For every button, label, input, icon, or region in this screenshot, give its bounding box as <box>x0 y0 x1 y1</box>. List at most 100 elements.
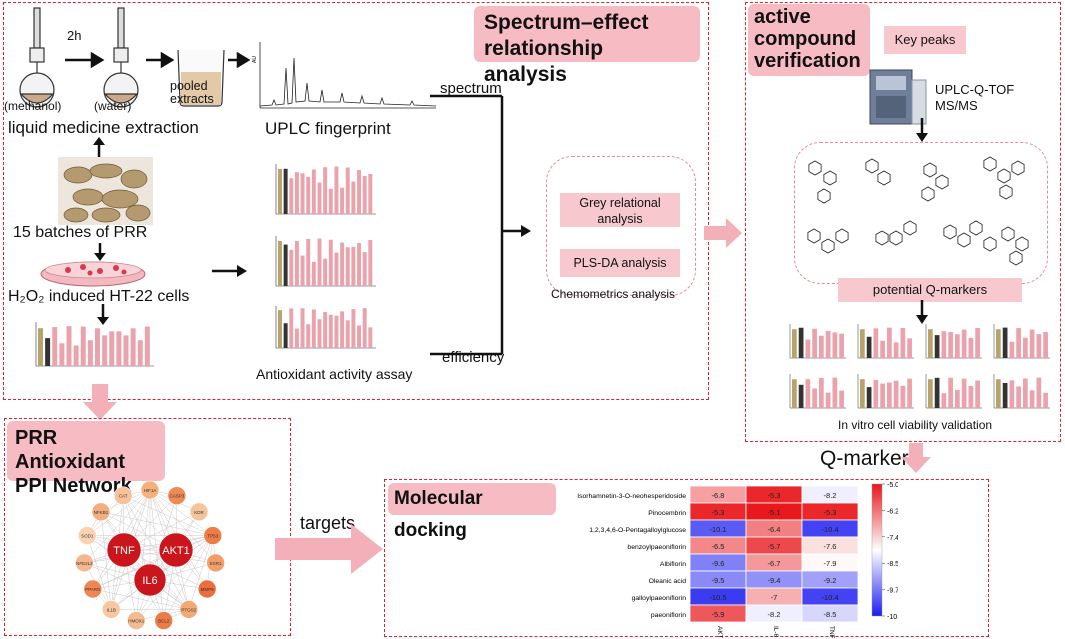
structure-ring <box>923 162 937 178</box>
heatmap-row-label: galloylpaeoniflorin <box>632 595 687 602</box>
structure-ring <box>935 174 949 190</box>
structure-ring <box>835 228 849 244</box>
methanol-label: (methanol) <box>4 99 62 113</box>
thumbnail-bar <box>996 379 1001 408</box>
heatmap-value: -9.4 <box>768 576 781 585</box>
thumbnail-bar <box>941 393 947 408</box>
thumbnail-bar <box>368 239 373 286</box>
thumbnail-bar <box>357 170 362 214</box>
heatmap-value: -7 <box>771 593 778 602</box>
active-compound-title: active compound verification <box>748 4 870 76</box>
thumbnail-bar <box>1036 377 1042 408</box>
pink-arrow-down-ppi <box>83 384 117 420</box>
docking-box <box>384 479 989 637</box>
thumbnail-bar <box>825 392 831 408</box>
thumbnail-bar <box>928 379 933 408</box>
pink-arrow-right-1 <box>704 218 742 248</box>
thumbnail-bar <box>887 327 892 358</box>
thumbnail-bar <box>975 328 980 358</box>
thumbnail-bar <box>311 309 316 348</box>
targets-label: targets <box>300 513 356 533</box>
thumbnail-bar <box>368 174 373 214</box>
thumbnail-bar <box>300 308 305 348</box>
heatmap-value: -6.4 <box>768 525 781 534</box>
heatmap-value: -6.7 <box>768 559 781 568</box>
structure-ring <box>943 224 957 240</box>
thumbnail-bar <box>1002 382 1008 408</box>
thumbnail-bar <box>907 338 912 358</box>
thumbnail-bar <box>278 169 282 214</box>
thumbnail-bar <box>812 388 817 408</box>
thumbnail-bar <box>812 328 817 358</box>
structure-ring <box>903 220 917 236</box>
viability-validation-caption: In vitro cell viability validation <box>838 418 993 432</box>
ppi-node-label: BCL2 <box>158 619 170 624</box>
thumbnail-bar <box>934 335 940 358</box>
thumbnail-bar <box>357 325 362 348</box>
thumbnail-bar <box>839 333 844 358</box>
thumbnail-bar <box>345 167 350 214</box>
thumbnail-bar <box>317 319 322 348</box>
heatmap-value: -9.5 <box>712 576 725 585</box>
heatmap-value: -7.6 <box>824 542 837 551</box>
thumbnail-bar <box>866 336 872 358</box>
thumbnail-bar <box>880 383 885 408</box>
thumbnail-bar <box>87 340 93 366</box>
thumbnail-bar <box>328 239 333 286</box>
structure-ring <box>1001 226 1015 242</box>
ppi-node-label: ESR1 <box>210 561 222 566</box>
structure-ring <box>817 188 831 204</box>
thumbnail-bar <box>317 238 322 286</box>
heatmap-value: -9.2 <box>824 576 837 585</box>
structure-ring <box>1011 160 1025 176</box>
antioxidant-chart-2 <box>275 236 376 287</box>
thumbnail-bar <box>955 334 960 358</box>
ppi-node-label: CASP3 <box>169 494 184 499</box>
structure-ring <box>889 230 903 246</box>
uplc-qtof-instrument <box>869 69 927 125</box>
thumbnail-bar <box>345 320 350 348</box>
thumbnail-bar <box>1016 386 1021 408</box>
thumbnail-bar <box>130 328 136 366</box>
ppi-node-casp3 <box>167 486 187 506</box>
thumbnail-bar <box>907 378 912 408</box>
structure-ring <box>997 168 1011 184</box>
ppi-node-tnf <box>106 532 142 568</box>
thumbnail-bar <box>300 255 305 286</box>
uplc-caption: UPLC fingerprint <box>265 119 391 138</box>
thumbnail-bar <box>362 176 367 214</box>
thumbnail-bar <box>306 238 311 286</box>
heatmap-value: -7.9 <box>824 559 837 568</box>
qmarkers-label: Q-markers <box>820 447 920 470</box>
ppi-node-label: HIF1A <box>144 488 157 493</box>
ppi-node-cat <box>113 486 133 506</box>
thumbnail-bar <box>116 331 122 366</box>
key-peaks-label: Key peaks <box>884 26 966 54</box>
heatmap-value: -6.8 <box>712 491 725 500</box>
heatmap-row-label: Isorhamnetin-3-O-neohesperidoside <box>577 493 686 500</box>
structure-ring <box>807 228 821 244</box>
thumbnail-bar <box>961 378 967 408</box>
thumbnail-bar <box>900 327 906 358</box>
heatmap-value: -10.1 <box>709 525 726 534</box>
thumbnail-bar <box>805 339 811 358</box>
thumbnail-bar <box>860 329 865 358</box>
instrument-label: UPLC-Q-TOF MS/MS <box>935 82 1015 113</box>
ppi-node-label: KDR <box>194 510 204 515</box>
ppi-node-label: MMP9 <box>201 587 214 592</box>
thumbnail-bar <box>832 332 838 358</box>
heatmap-row-label: Albiflorin <box>660 561 686 568</box>
docking-heatmap: Isorhamnetin-3-O-neohesperidoside-6.8-5.… <box>577 482 898 638</box>
thumbnail-bar <box>819 377 824 408</box>
thumbnail-bar <box>866 387 872 408</box>
thumbnail-bar <box>368 327 373 348</box>
thumbnail-bar <box>893 380 899 408</box>
thumbnail-bar <box>961 329 967 358</box>
colorbar-tick-label: -8.572 <box>887 561 898 568</box>
ppi-box <box>4 418 291 636</box>
structure-ring <box>983 156 997 172</box>
ppi-node-label: PPARG <box>85 587 101 592</box>
thumbnail-bar <box>975 380 980 408</box>
pink-arrow-down <box>901 443 931 473</box>
thumbnail-bar <box>819 335 824 358</box>
